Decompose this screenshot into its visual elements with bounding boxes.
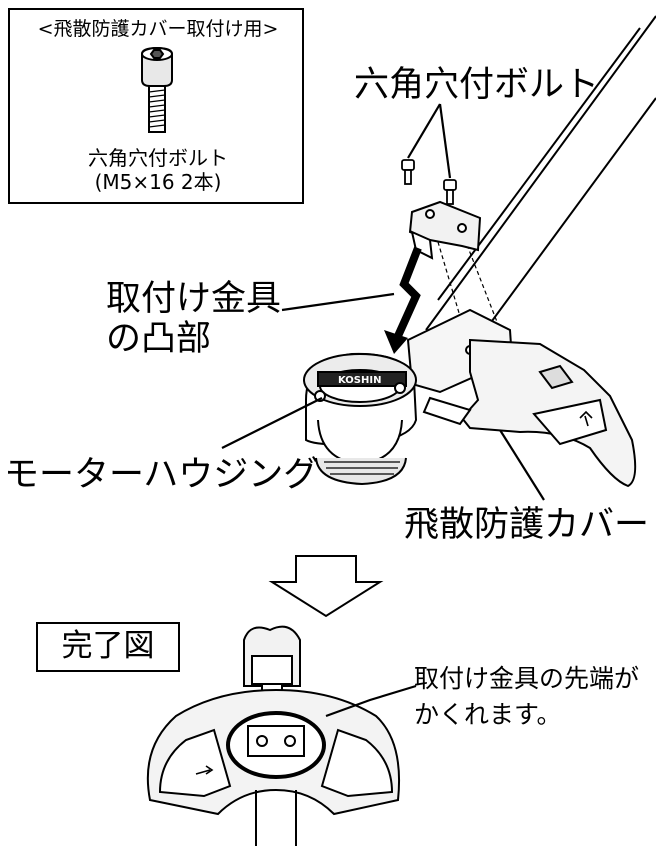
mounting-bracket	[408, 200, 482, 260]
bracket-leader-line	[281, 292, 395, 312]
trimmer-shaft	[425, 15, 656, 341]
next-step-arrow-icon	[268, 555, 384, 618]
insert-direction-arrow	[384, 246, 422, 354]
included-parts-box: <飛散防護カバー取付け用> 六角穴付ボルト (M5×16 2本)	[8, 8, 304, 204]
housing-brand-mark: KOSHIN	[338, 375, 381, 386]
completion-note-line1: 取付け金具の先端が	[414, 664, 640, 693]
parts-box-part-name: 六角穴付ボルト	[88, 146, 228, 170]
bolt-icon	[141, 46, 173, 133]
bolt-leader-lines	[407, 103, 452, 179]
completed-assembly	[146, 625, 401, 846]
completion-label-box: 完了図	[36, 622, 180, 672]
guard-leader-line	[499, 429, 545, 501]
debris-guard	[422, 338, 637, 488]
bolt-callout: 六角穴付ボルト	[354, 65, 600, 105]
completion-note-leader	[325, 684, 417, 718]
motor-housing-leader-line	[221, 397, 323, 449]
bolt-icon	[401, 159, 457, 205]
guard-callout: 飛散防護カバー	[404, 505, 650, 545]
completion-note-line2: かくれます。	[414, 700, 562, 729]
parts-box-part-spec: (M5×16 2本)	[94, 170, 222, 194]
parts-box-title: <飛散防護カバー取付け用>	[37, 18, 279, 40]
completion-label: 完了図	[61, 628, 155, 664]
bracket-callout-line2: の凸部	[106, 319, 212, 359]
bracket-callout-line1: 取付け金具	[106, 279, 282, 319]
motor-housing-callout: モーターハウジング	[4, 455, 319, 495]
